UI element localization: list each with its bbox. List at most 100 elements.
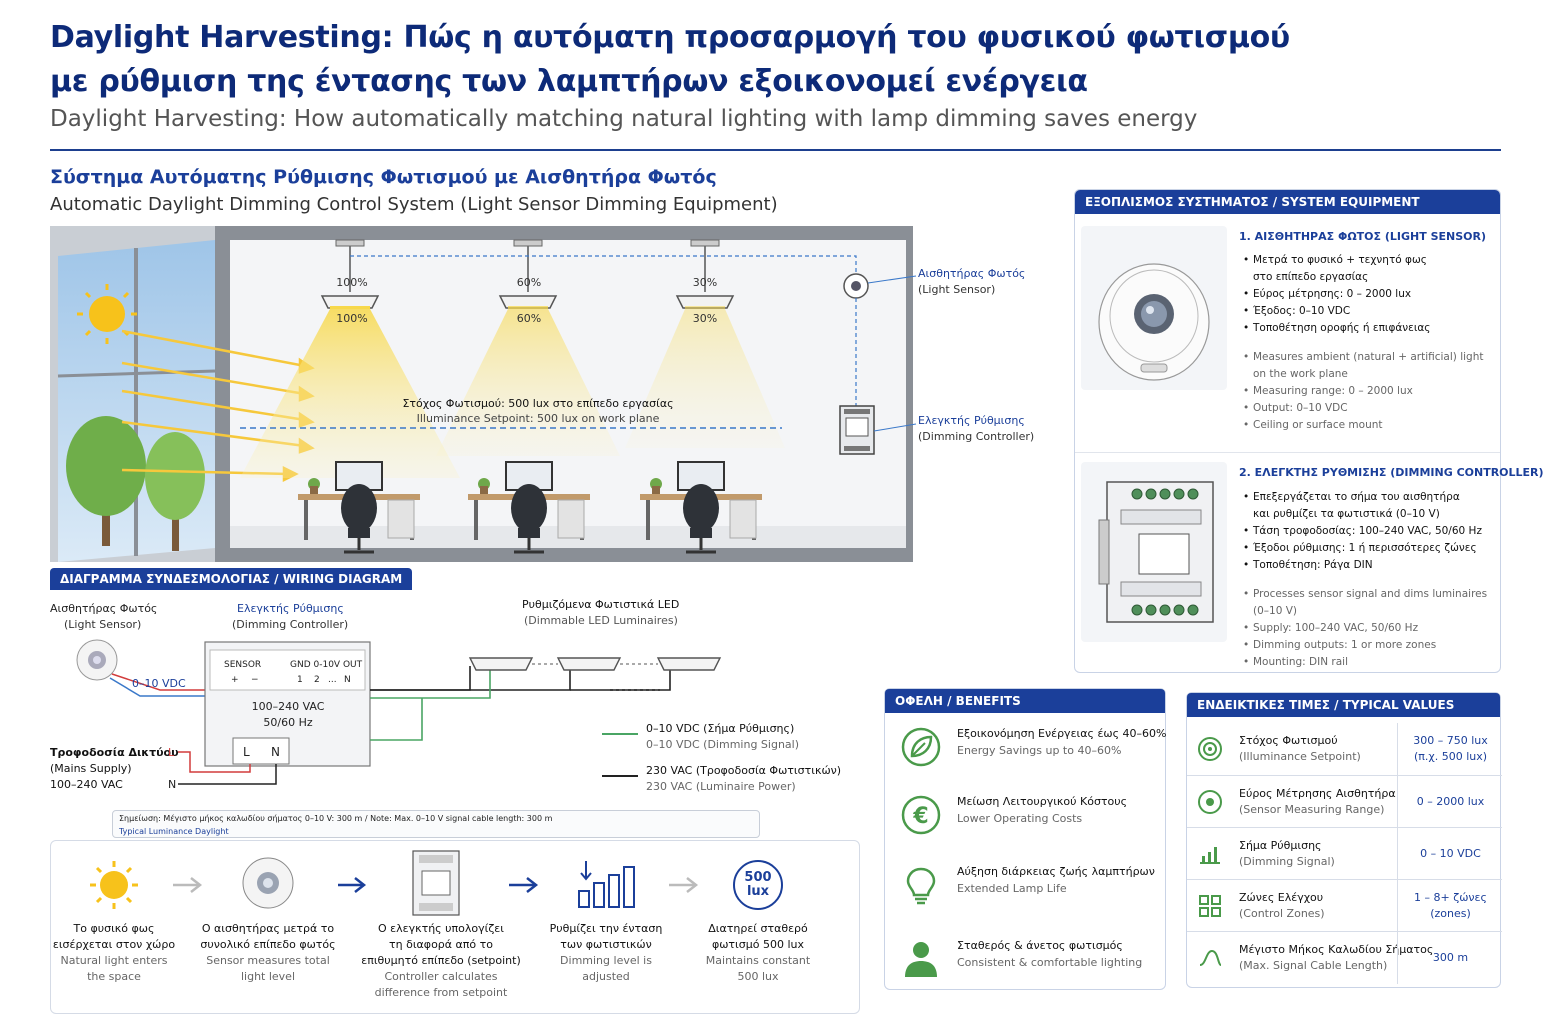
wiring-diagram (76, 639, 722, 785)
desks (298, 461, 762, 554)
equipment-title: ΕΞΟΠΛΙΣΜΟΣ ΣΥΣΤΗΜΑΤΟΣ / SYSTEM EQUIPMENT (1075, 190, 1500, 214)
sun-icon (77, 284, 137, 344)
step-text: Διατηρεί σταθερό (708, 922, 808, 935)
step-text: Maintains constant (705, 954, 811, 967)
spec-item: Έξοδοι ρύθμισης: 1 ή περισσότερες ζώνες (1243, 540, 1482, 557)
benefit-gr: Σταθερός & άνετος φωτισμός (957, 939, 1123, 952)
spec-item: Έξοδος: 0–10 VDC (1243, 303, 1430, 320)
step-text: Dimming level is (560, 954, 652, 967)
setpoint-label-gr: Στόχος Φωτισμού: 500 lux στο επίπεδο εργ… (402, 397, 674, 410)
typical-value: 300 – 750 lux (π.χ. 500 lux) (1399, 723, 1502, 775)
wiring-luminaires (468, 657, 722, 671)
note-text: Σημείωση: Μέγιστο μήκος καλωδίου σήματος… (119, 814, 553, 823)
wall-controller-icon (839, 405, 917, 455)
typical-value: 0 – 10 VDC (1399, 828, 1502, 880)
controller-terminal-l: L (243, 745, 250, 759)
dimming-controller-image (1081, 462, 1227, 642)
step-text: Controller calculates (384, 970, 498, 983)
light-beams (240, 309, 785, 478)
spec-item: Τάση τροφοδοσίας: 100–240 VAC, 50/60 Hz (1243, 523, 1482, 540)
spec-item: Ceiling or surface mount (1243, 417, 1484, 434)
terminal-sensor: SENSOR (224, 660, 262, 670)
step-text: Το φυσικό φως (73, 922, 155, 935)
spec-item: Measures ambient (natural + artificial) … (1243, 349, 1484, 366)
terminal-minus: − (251, 675, 259, 685)
typical-label-en: (Max. Signal Cable Length) (1239, 959, 1388, 972)
person-icon (905, 942, 937, 977)
legend-power-gr: 230 VAC (Τροφοδοσία Φωτιστικών) (646, 764, 842, 777)
typical-values-panel: ΕΝΔΕΙΚΤΙΚΕΣ ΤΙΜΕΣ / TYPICAL VALUES Στόχο… (1186, 692, 1502, 988)
mains-n: N (168, 778, 177, 791)
sensor-icon (242, 857, 294, 909)
typical-value: 300 m (1399, 932, 1502, 984)
typical-value-1: 300 – 750 lux (1413, 734, 1488, 747)
typical-label-en: (Control Zones) (1239, 907, 1325, 920)
benefit-gr: Αύξηση διάρκειας ζωής λαμπτήρων (957, 865, 1155, 878)
controller-heading: 2. ΕΛΕΓΚΤΗΣ ΡΥΘΜΙΣΗΣ (DIMMING CONTROLLER… (1239, 466, 1544, 479)
typical-title: ΕΝΔΕΙΚΤΙΚΕΣ ΤΙΜΕΣ / TYPICAL VALUES (1187, 693, 1500, 717)
typical-row: Εύρος Μέτρησης Αισθητήρα(Sensor Measurin… (1187, 775, 1502, 828)
benefit-gr: Εξοικονόμηση Ενέργειας έως 40–60% (957, 727, 1167, 740)
page-subtitle: Daylight Harvesting: How automatically m… (50, 106, 1198, 132)
spec-item: (0–10 V) (1253, 605, 1298, 617)
wiring-sensor-label-gr: Αισθητήρας Φωτός (50, 602, 158, 615)
arrow-right-icon (509, 877, 539, 893)
room-sensor-label-gr: Αισθητήρας Φωτός (918, 267, 1026, 280)
mains-l: L (168, 746, 175, 759)
benefit-item: Εξοικονόμηση Ενέργειας έως 40–60% Energy… (885, 719, 1167, 789)
section-title-en: Automatic Daylight Dimming Control Syste… (50, 194, 778, 215)
target-icon (1198, 737, 1222, 761)
benefit-item: Σταθερός & άνετος φωτισμός Consistent & … (885, 931, 1167, 1001)
typical-value-2: (π.χ. 500 lux) (1413, 750, 1488, 763)
controller-supply-line-2: 50/60 Hz (263, 716, 313, 729)
svg-text:€: € (912, 804, 928, 829)
terminal-dots: ... (328, 675, 337, 685)
spec-item: Τοποθέτηση: Ράγα DIN (1243, 557, 1482, 574)
step-text: τη διαφορά από το (389, 938, 493, 951)
typical-value-1: 0 – 10 VDC (1420, 847, 1481, 860)
lux-badge-value: 500 (744, 870, 772, 885)
luminaires (320, 239, 735, 309)
step-text: συνολικό επίπεδο φωτός (200, 938, 336, 951)
step-text: εισέρχεται στον χώρο (52, 938, 176, 951)
controller-icon (412, 850, 460, 916)
spec-item: Εύρος μέτρησης: 0 – 2000 lux (1243, 286, 1430, 303)
typical-label-gr: Ζώνες Ελέγχου (1239, 891, 1324, 904)
step-text: the space (87, 970, 141, 983)
spec-item: Mounting: DIN rail (1243, 654, 1487, 671)
typical-value: 0 – 2000 lux (1399, 776, 1502, 828)
step-text: Sensor measures total (206, 954, 330, 967)
step-text: Ρυθμίζει την ένταση (549, 922, 663, 935)
controller-supply-line-1: 100–240 VAC (251, 700, 325, 713)
spec-item: Dimming outputs: 1 or more zones (1243, 637, 1487, 654)
typical-label-gr: Εύρος Μέτρησης Αισθητήρα (1239, 787, 1396, 800)
controller-specs-en: Processes sensor signal and dims luminai… (1243, 586, 1487, 671)
zones-icon (1199, 895, 1221, 917)
ceiling-luminaire-2 (498, 239, 558, 309)
typical-label: Σήμα Ρύθμισης(Dimming Signal) (1239, 838, 1335, 870)
process-step-4: Ρυθμίζει την ένταση των φωτιστικών Dimmi… (541, 921, 671, 985)
terminal-plus: + (231, 675, 239, 685)
wiring-controller-label-en: (Dimming Controller) (232, 618, 349, 631)
wiring-controller-label-gr: Ελεγκτής Ρύθμισης (237, 602, 344, 615)
typical-value-2: (zones) (1430, 907, 1471, 920)
benefit-item: Αύξηση διάρκειας ζωής λαμπτήρων Extended… (885, 857, 1167, 927)
typical-label: Στόχος Φωτισμού(Illuminance Setpoint) (1239, 733, 1361, 765)
terminal-2: 2 (314, 675, 320, 685)
typical-row: Στόχος Φωτισμού(Illuminance Setpoint) 30… (1187, 723, 1502, 775)
typical-value-1: 300 m (1432, 951, 1469, 964)
wiring-title: ΔΙΑΓΡΑΜΜΑ ΣΥΝΔΕΣΜΟΛΟΓΙΑΣ / WIRING DIAGRA… (50, 568, 413, 590)
arrow-right-icon (338, 877, 367, 893)
typical-label-gr: Στόχος Φωτισμού (1239, 734, 1338, 747)
controller-specs-gr: Επεξεργάζεται το σήμα του αισθητήρα και … (1243, 489, 1482, 574)
process-step-5: Διατηρεί σταθερό φωτισμό 500 lux Maintai… (693, 921, 823, 985)
step-text: difference from setpoint (374, 986, 508, 999)
typical-label: Εύρος Μέτρησης Αισθητήρα(Sensor Measurin… (1239, 786, 1396, 818)
benefit-gr: Μείωση Λειτουργικού Κόστους (957, 795, 1128, 808)
typical-label-gr: Σήμα Ρύθμισης (1239, 839, 1322, 852)
benefit-en: Lower Operating Costs (957, 812, 1083, 825)
luminaire-3-top-label: 30% (692, 276, 718, 289)
step-text: Ο αισθητήρας μετρά το (201, 922, 335, 935)
benefits-title: ΟΦΕΛΗ / BENEFITS (885, 689, 1165, 713)
legend-signal-gr: 0–10 VDC (Σήμα Ρύθμισης) (646, 722, 795, 735)
